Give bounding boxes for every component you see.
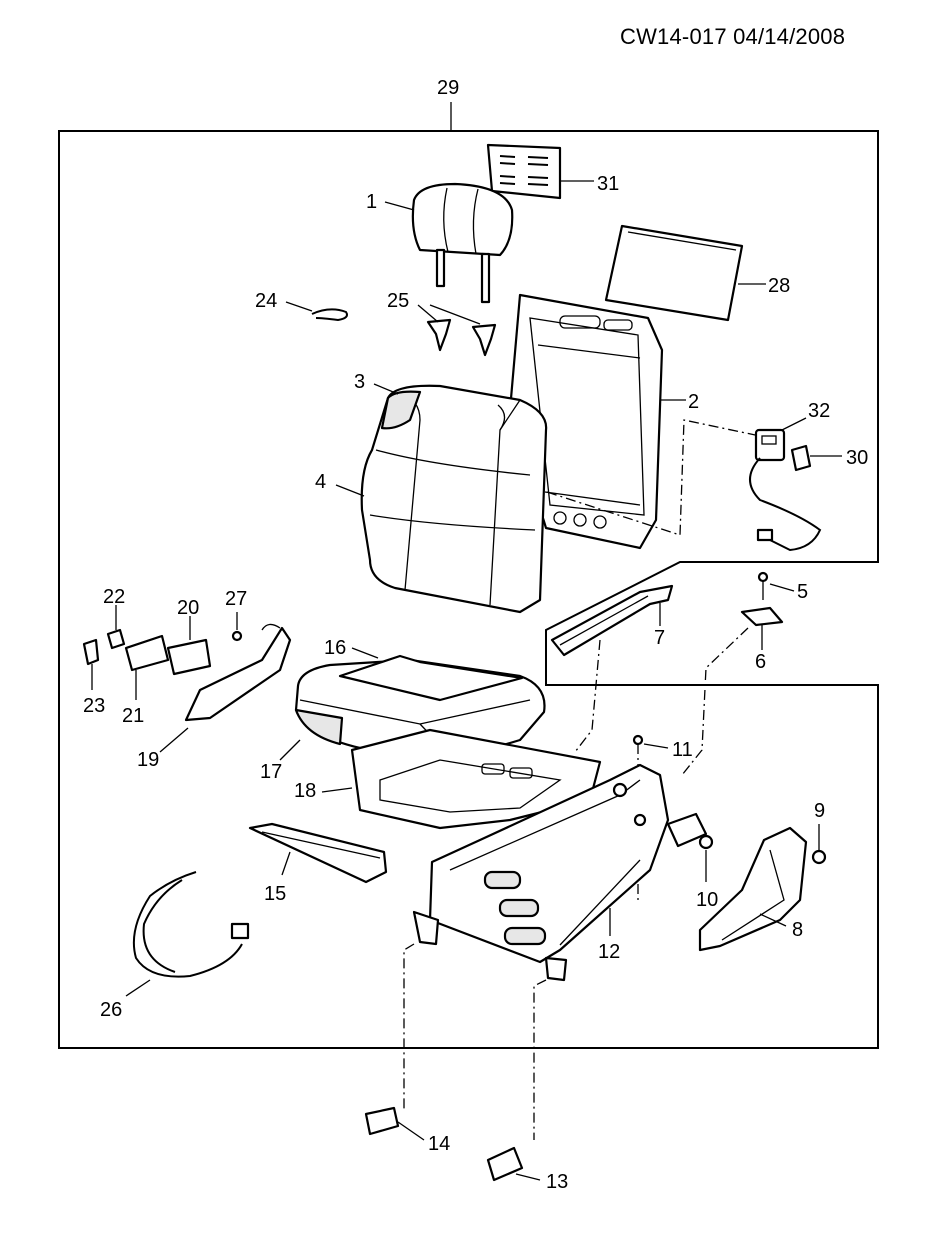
callout-10: 10 bbox=[696, 889, 718, 911]
part-8-side-cover bbox=[698, 826, 808, 952]
part-9-plug bbox=[811, 824, 827, 865]
callout-6: 6 bbox=[755, 651, 766, 673]
callout-12: 12 bbox=[598, 941, 620, 963]
part-7-trim-bar bbox=[550, 584, 674, 657]
callout-3: 3 bbox=[354, 371, 365, 393]
part-25-headrest-guides bbox=[417, 304, 497, 357]
callout-2: 2 bbox=[688, 391, 699, 413]
callout-1: 1 bbox=[366, 191, 377, 213]
part-13-rear-cap bbox=[486, 1146, 541, 1182]
callout-32: 32 bbox=[808, 400, 830, 422]
part-24-clip bbox=[285, 301, 348, 322]
callout-22: 22 bbox=[103, 586, 125, 608]
callout-20: 20 bbox=[177, 597, 199, 619]
part-10-adjuster-knob bbox=[666, 812, 714, 882]
part-31-label-card bbox=[486, 143, 594, 200]
part-22-switch-knob bbox=[106, 605, 126, 650]
callout-17: 17 bbox=[260, 761, 282, 783]
callout-5: 5 bbox=[797, 581, 808, 603]
callout-13: 13 bbox=[546, 1171, 568, 1193]
callout-4: 4 bbox=[315, 471, 326, 493]
dash-14 bbox=[403, 943, 415, 1110]
part-32-harness-connector bbox=[749, 417, 822, 552]
callout-11: 11 bbox=[672, 739, 693, 761]
callout-9: 9 bbox=[814, 800, 825, 822]
callout-30: 30 bbox=[846, 447, 868, 469]
part-5-screw bbox=[757, 571, 795, 600]
part-16-cushion-pad bbox=[338, 647, 524, 702]
callout-14: 14 bbox=[428, 1133, 450, 1155]
assembly-boundary-frame bbox=[58, 130, 879, 1049]
part-4-seatback-cover bbox=[335, 383, 548, 614]
part-30-connector-clip bbox=[790, 444, 842, 472]
callout-15: 15 bbox=[264, 883, 286, 905]
part-6-bracket bbox=[740, 606, 784, 650]
callout-16: 16 bbox=[324, 637, 346, 659]
part-19-side-shield bbox=[159, 623, 292, 753]
callout-25: 25 bbox=[387, 290, 409, 312]
callout-7: 7 bbox=[654, 627, 665, 649]
dash-6 bbox=[681, 627, 749, 776]
texture-patch-17 bbox=[294, 708, 344, 746]
callout-19: 19 bbox=[137, 749, 159, 771]
part-1-headrest bbox=[384, 182, 514, 304]
callout-27: 27 bbox=[225, 588, 247, 610]
part-28-back-panel bbox=[604, 224, 766, 322]
callout-29: 29 bbox=[437, 77, 459, 99]
texture-patch-3 bbox=[380, 390, 422, 430]
part-15-cushion-side-trim bbox=[248, 822, 388, 884]
dash-13 bbox=[533, 979, 547, 1140]
callout-21: 21 bbox=[122, 705, 144, 727]
callout-28: 28 bbox=[768, 275, 790, 297]
part-27-grommet bbox=[231, 612, 243, 642]
callout-26: 26 bbox=[100, 999, 122, 1021]
callout-24: 24 bbox=[255, 290, 277, 312]
part-21-switch-panel bbox=[124, 634, 170, 700]
part-2-seatback-frame bbox=[508, 293, 686, 550]
callout-31: 31 bbox=[597, 173, 619, 195]
callout-18: 18 bbox=[294, 780, 316, 802]
part-20-control-module bbox=[166, 616, 212, 676]
drawing-code-date: CW14-017 04/14/2008 bbox=[620, 24, 846, 49]
part-14-front-cap bbox=[364, 1106, 425, 1141]
harness-route-line bbox=[546, 419, 761, 536]
callout-labels: 29 31 1 28 24 25 3 2 32 30 4 5 22 20 27 … bbox=[83, 77, 868, 1193]
part-12-seat-adjuster bbox=[412, 763, 670, 982]
part-23-switch-knob bbox=[82, 638, 100, 690]
part-26-wire-harness bbox=[125, 871, 250, 997]
dash-7 bbox=[574, 639, 601, 753]
callout-8: 8 bbox=[792, 919, 803, 941]
callout-23: 23 bbox=[83, 695, 105, 717]
